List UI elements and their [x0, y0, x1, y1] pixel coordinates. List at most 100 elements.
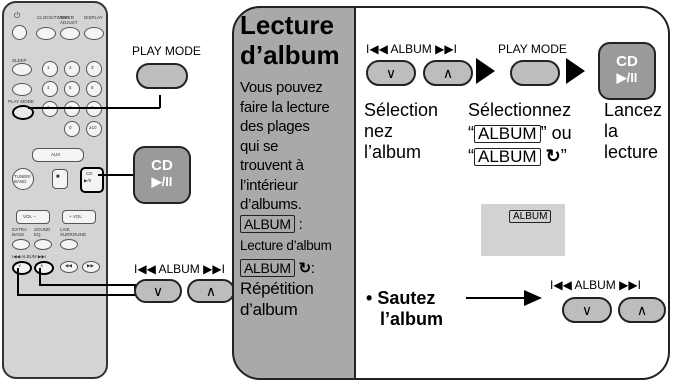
stop-button[interactable] [52, 169, 68, 189]
album-repeat-tag: ALBUM [240, 258, 295, 277]
key-5-label: 5 [69, 85, 72, 90]
display-screen: ALBUM [481, 204, 565, 256]
display-album-tag: ALBUM [509, 210, 552, 223]
album-up-callout-button[interactable]: ∧ [187, 279, 235, 303]
step1-line: nez [364, 121, 394, 141]
key-2[interactable] [64, 61, 80, 77]
step1-album-up-button[interactable]: ∧ [423, 60, 473, 86]
step1-album-label: I◀◀ ALBUM ▶▶I [366, 42, 457, 56]
colon: : [298, 215, 303, 233]
play-pause-icon: ▶/II [151, 174, 173, 189]
key-3[interactable] [86, 61, 102, 77]
timer-adjust-button[interactable] [60, 27, 80, 40]
key-1[interactable] [42, 61, 58, 77]
album-mode-desc: Lecture d’album [240, 238, 332, 253]
sound-eq-button[interactable] [34, 239, 52, 250]
key-4[interactable] [42, 81, 58, 97]
body-line: trouvent à [240, 157, 304, 174]
step-arrow-2 [566, 58, 585, 84]
display-button[interactable] [84, 27, 104, 40]
live-surround-button[interactable] [60, 239, 78, 250]
remote-control: ⏻ CLOCK/TIMER TIMER ADJUST DISPLAY SLEEP… [2, 1, 108, 379]
sound-eq-label: SOUND EQ [34, 227, 51, 237]
repeat-desc-line: d’album [240, 300, 298, 319]
body-line: l’intérieur [240, 176, 298, 194]
step1-line: Sélection [364, 100, 439, 120]
body-line: faire la lecture [240, 98, 330, 116]
step2-text: Sélectionnez “ALBUM” ou “ALBUM ↻” [468, 100, 572, 167]
page-title: Lecture d’album [240, 10, 340, 70]
fast-forward-button[interactable] [82, 261, 100, 273]
body-line: des plages [240, 118, 310, 135]
body-line: d’albums. [240, 196, 302, 213]
play-mode-callout-label: PLAY MODE [132, 44, 201, 58]
rewind-button[interactable] [60, 261, 78, 273]
title-line-2: d’album [240, 40, 340, 70]
aux-label: AUX [51, 152, 61, 157]
colon: : [310, 259, 315, 277]
repeat-icon: ↻ [298, 259, 312, 277]
key-0[interactable] [64, 121, 80, 137]
step3-play-pause-icon: ▶/II [616, 70, 638, 85]
album-callout-label: I◀◀ ALBUM ▶▶I [134, 262, 225, 276]
cd-callout-label: CD [151, 157, 173, 174]
key-5[interactable] [64, 81, 80, 97]
display-label: DISPLAY [84, 15, 103, 20]
vol-up-label: + VOL [69, 214, 82, 219]
repeat-icon: ↻ [545, 146, 561, 166]
album-down-callout-button[interactable]: ∨ [134, 279, 182, 303]
key-2-label: 2 [69, 65, 72, 70]
power-button[interactable] [12, 25, 27, 40]
stop-icon: ■ [56, 174, 60, 180]
skip-line-2: l’album [380, 309, 444, 329]
sidebar-body: Vous pouvez faire la lecture des plages … [240, 78, 356, 320]
cd-play-pause-button-remote[interactable] [80, 167, 104, 193]
instructions-panel [354, 6, 670, 380]
sleep-button[interactable] [12, 63, 32, 76]
clock-timer-label: CLOCK/TIMER [37, 15, 68, 20]
step3-cd-label: CD [616, 53, 638, 70]
step1-text: Sélection nez l’album [364, 100, 438, 163]
play-mode-callout-button[interactable] [136, 63, 188, 89]
volume-down-button[interactable] [16, 210, 50, 224]
key-6-label: 6 [91, 85, 94, 90]
step1-line: l’album [364, 142, 422, 162]
key-3-label: 3 [91, 65, 94, 70]
bullet: • [366, 288, 373, 308]
sidebar-panel [232, 6, 356, 380]
quote-open: “ [468, 123, 474, 143]
step3-line: la [604, 121, 619, 141]
tuner-band-label: TUNER/ BAND [14, 174, 31, 184]
play-mode-label-remote: PLAY MODE [8, 99, 34, 104]
skip-line-1: Sautez [377, 288, 436, 308]
skip-arrow [466, 290, 542, 306]
quote-close: ” [560, 146, 567, 166]
volume-up-button[interactable] [62, 210, 96, 224]
step3-text: Lancez la lecture [604, 100, 662, 163]
cd-callout-button[interactable]: CD ▶/II [133, 146, 191, 204]
tuner-band-button[interactable] [12, 168, 34, 190]
timer-adjust-label: TIMER ADJUST [60, 15, 78, 25]
key-10[interactable] [86, 121, 102, 137]
skip-album-up-button[interactable]: ∧ [618, 297, 666, 323]
extra-bass-button[interactable] [12, 239, 30, 250]
extra-bass-label: EXTRA BASS [12, 227, 27, 237]
step-arrow-1 [476, 58, 495, 84]
step2-or: ” ou [540, 123, 572, 143]
sleep-label: SLEEP [12, 58, 27, 63]
step2-play-mode-button[interactable] [510, 60, 560, 86]
title-line-1: Lecture [240, 10, 334, 40]
skip-album-down-button[interactable]: ∨ [562, 297, 612, 323]
step1-album-down-button[interactable]: ∨ [366, 60, 416, 86]
key-6[interactable] [86, 81, 102, 97]
album-up-glyph-remote: ∧ [40, 263, 44, 268]
step3-cd-button[interactable]: CD ▶/II [598, 42, 656, 100]
aux-button[interactable] [32, 148, 84, 162]
step2-album-repeat-tag: ALBUM [474, 148, 541, 166]
cd-label-remote: CD [86, 171, 93, 176]
clock-timer-button[interactable] [36, 27, 56, 40]
remote-spare-button[interactable] [12, 83, 32, 96]
key-0-label: 0 [69, 125, 72, 130]
quote-open: “ [468, 146, 474, 166]
body-line: qui se [240, 137, 279, 155]
